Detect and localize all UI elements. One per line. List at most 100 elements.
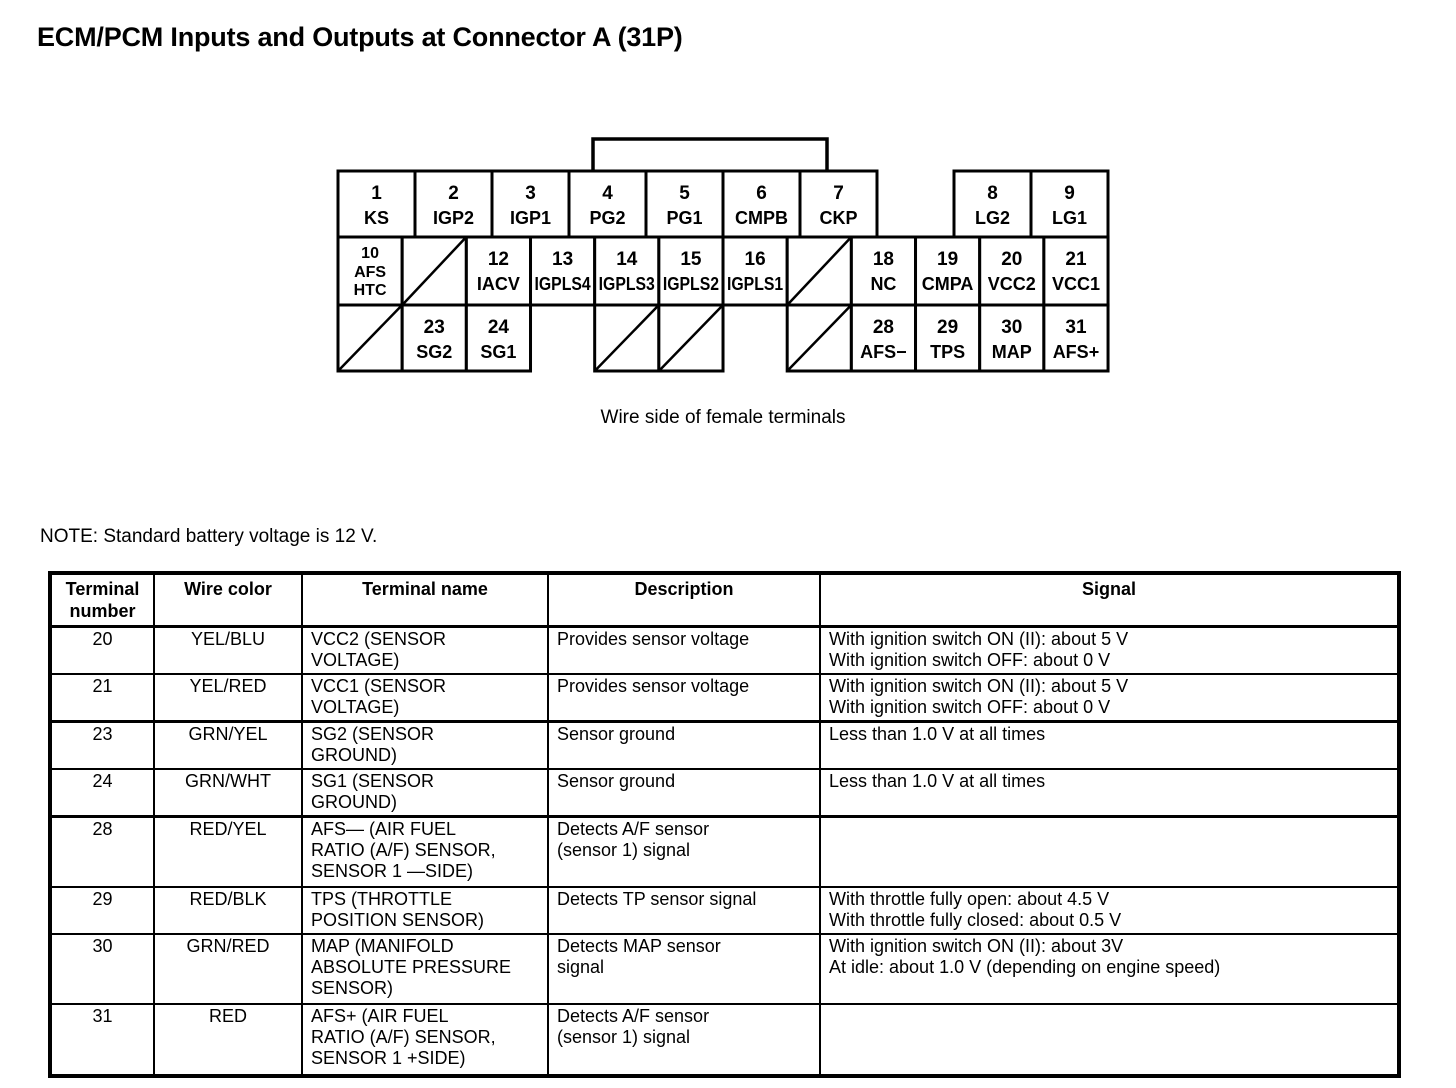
- connector-cell-label: PG1: [666, 208, 702, 228]
- wire-color-cell: GRN/WHT: [153, 768, 303, 818]
- connector-cell-label: NC: [870, 274, 896, 294]
- connector-cell-box: [978, 303, 1046, 373]
- connector-cell-box: [1042, 235, 1110, 307]
- diagonal-line: [595, 305, 659, 371]
- terminal-number-cell: 31: [49, 1002, 155, 1077]
- wire-color-cell: YEL/RED: [153, 673, 303, 723]
- connector-cell-number: 2: [448, 183, 459, 204]
- signal-cell: Less than 1.0 V at all times: [819, 720, 1400, 770]
- connector-cell-box: [721, 235, 789, 307]
- connector-cell-number: 20: [1001, 249, 1022, 270]
- terminal-name-cell: AFS— (AIR FUEL RATIO (A/F) SENSOR, SENSO…: [301, 815, 549, 888]
- description-cell: Sensor ground: [547, 720, 821, 770]
- signal-cell: With ignition switch ON (II): about 5 V …: [819, 673, 1400, 723]
- connector-cell-number: 29: [937, 317, 958, 338]
- connector-cell-label: VCC2: [988, 274, 1036, 294]
- connector-cell-box: [978, 235, 1046, 307]
- connector-cell-number: 31: [1065, 317, 1087, 338]
- connector-cell-label: TPS: [930, 342, 965, 362]
- connector-cell-number: 8: [987, 183, 998, 204]
- description-cell: Sensor ground: [547, 768, 821, 818]
- connector-cell-label: CMPB: [735, 208, 788, 228]
- terminal-number-cell: 28: [49, 815, 155, 888]
- connector-cell-number: 7: [833, 183, 844, 204]
- connector-cell-label: AFS+: [1053, 342, 1100, 362]
- connector-cell-number: 13: [552, 249, 573, 270]
- connector-cell-label: AFS: [354, 264, 386, 281]
- description-cell: Provides sensor voltage: [547, 673, 821, 723]
- connector-blocked-cell: [593, 303, 661, 373]
- connector-cell-label: IGPLS4: [535, 274, 591, 294]
- description-cell: Detects A/F sensor (sensor 1) signal: [547, 1002, 821, 1077]
- connector-cell-number: 5: [679, 183, 690, 204]
- signal-cell: With ignition switch ON (II): about 5 V …: [819, 625, 1400, 675]
- diagonal-line: [787, 237, 851, 305]
- connector-cell-label: SG1: [480, 342, 516, 362]
- connector-cell-number: 15: [680, 249, 702, 270]
- connector-cell-box: [413, 169, 494, 239]
- connector-cell-label: AFS−: [860, 342, 907, 362]
- signal-cell: [819, 1002, 1400, 1077]
- connector-cell-label: VCC1: [1052, 274, 1100, 294]
- connector-blocked-cell: [336, 303, 404, 373]
- terminal-number-cell: 29: [49, 885, 155, 935]
- terminal-name-cell: SG2 (SENSOR GROUND): [301, 720, 549, 770]
- description-cell: Detects MAP sensor signal: [547, 932, 821, 1005]
- wire-color-cell: YEL/BLU: [153, 625, 303, 675]
- wire-color-header: Wire color: [153, 572, 303, 628]
- signal-cell: Less than 1.0 V at all times: [819, 768, 1400, 818]
- wire-color-cell: RED/BLK: [153, 885, 303, 935]
- signal-cell: With ignition switch ON (II): about 3V A…: [819, 932, 1400, 1005]
- terminal-name-header: Terminal name: [301, 572, 549, 628]
- connector-cell-number: 6: [756, 183, 767, 204]
- terminal-number-cell: 23: [49, 720, 155, 770]
- battery-note: NOTE: Standard battery voltage is 12 V.: [40, 526, 378, 547]
- connector-cell-label: IGPLS1: [727, 274, 783, 294]
- connector-cell-1: 1KS: [336, 169, 417, 239]
- connector-cell-box: [849, 235, 918, 307]
- connector-cell-number: 9: [1064, 183, 1075, 204]
- terminal-name-cell: VCC2 (SENSOR VOLTAGE): [301, 625, 549, 675]
- connector-cell-box: [1029, 169, 1110, 239]
- terminal-name-cell: AFS+ (AIR FUEL RATIO (A/F) SENSOR, SENSO…: [301, 1002, 549, 1077]
- terminal-name-cell: SG1 (SENSOR GROUND): [301, 768, 549, 818]
- description-cell: Detects TP sensor signal: [547, 885, 821, 935]
- connector-tab: [591, 137, 829, 177]
- connector-cell-number: 21: [1065, 249, 1087, 270]
- connector-cell-number: 10: [361, 245, 379, 262]
- connector-cell-number: 12: [488, 249, 509, 270]
- terminal-number-cell: 30: [49, 932, 155, 1005]
- connector-cell-number: 18: [873, 249, 894, 270]
- connector-cell-label: HTC: [354, 282, 387, 299]
- wire-color-cell: GRN/RED: [153, 932, 303, 1005]
- connector-cell-label: CMPA: [922, 274, 974, 294]
- connector-cell-label: IGPLS3: [599, 274, 655, 294]
- connector-cell-box: [914, 235, 982, 307]
- diagonal-line: [659, 305, 723, 371]
- connector-cell-box: [529, 235, 597, 307]
- connector-cell-box: [464, 235, 533, 307]
- diagonal-line: [338, 305, 402, 371]
- connector-cell-label: LG1: [1052, 208, 1087, 228]
- connector-cell-box: [336, 169, 417, 239]
